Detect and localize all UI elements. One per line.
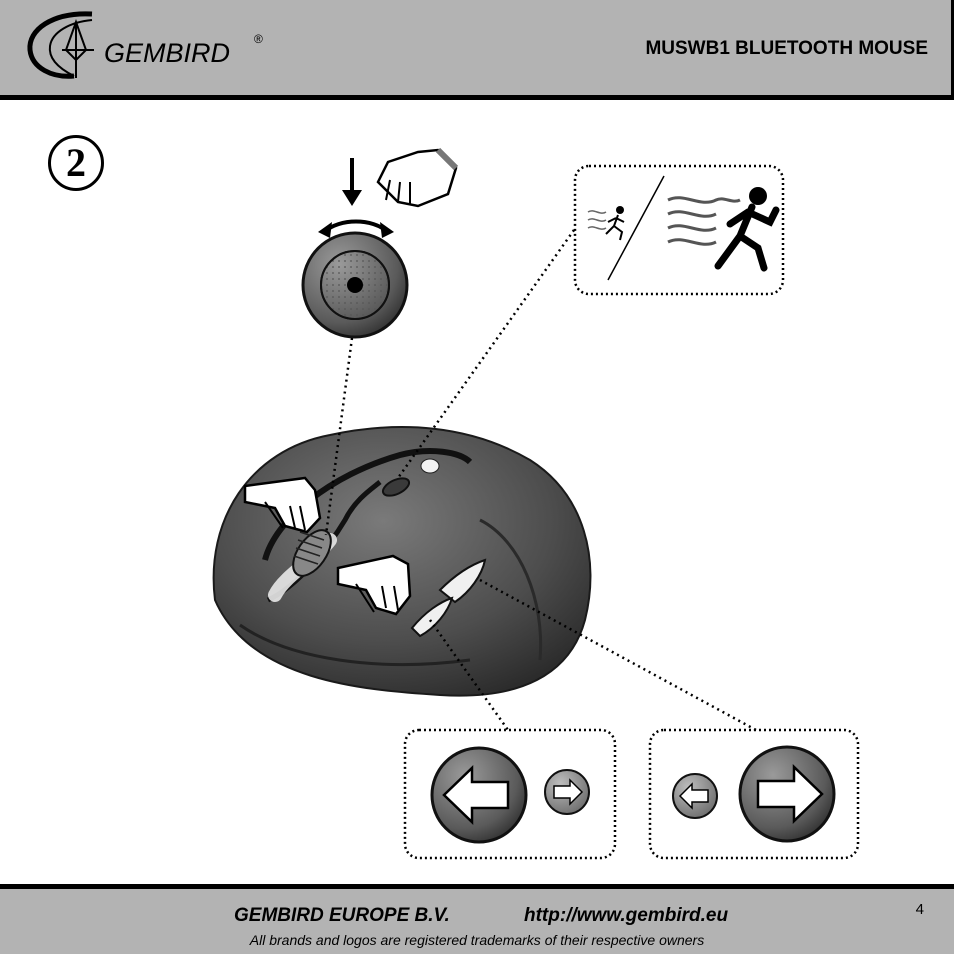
slow-runner-icon bbox=[587, 206, 625, 241]
page-number: 4 bbox=[915, 901, 924, 918]
speed-switch-diagram bbox=[573, 164, 785, 296]
fast-runner-icon bbox=[667, 187, 780, 272]
forward-arrow-button-diagram bbox=[648, 728, 860, 860]
footer-trademark-note: All brands and logos are registered trad… bbox=[249, 932, 705, 948]
registered-mark: ® bbox=[254, 32, 263, 46]
hand-icon bbox=[336, 554, 412, 616]
scroll-wheel-diagram bbox=[301, 147, 459, 339]
footer-company: GEMBIRD EUROPE B.V. bbox=[234, 905, 450, 926]
header-edge bbox=[951, 0, 954, 100]
page-header: GEMBIRD ® MUSWB1 BLUETOOTH MOUSE bbox=[0, 0, 954, 100]
hand-icon bbox=[243, 476, 322, 534]
footer-url[interactable]: http://www.gembird.eu bbox=[524, 905, 729, 926]
page-footer: GEMBIRD EUROPE B.V. http://www.gembird.e… bbox=[0, 884, 954, 954]
gembird-logo: GEMBIRD ® bbox=[22, 8, 263, 88]
leader-lines bbox=[324, 229, 757, 732]
back-arrow-button-diagram bbox=[403, 728, 617, 860]
step-number-badge: 2 bbox=[48, 135, 104, 191]
brand-name: GEMBIRD bbox=[104, 38, 231, 68]
mouse-illustration bbox=[212, 147, 860, 860]
page-title: MUSWB1 BLUETOOTH MOUSE bbox=[645, 38, 928, 59]
